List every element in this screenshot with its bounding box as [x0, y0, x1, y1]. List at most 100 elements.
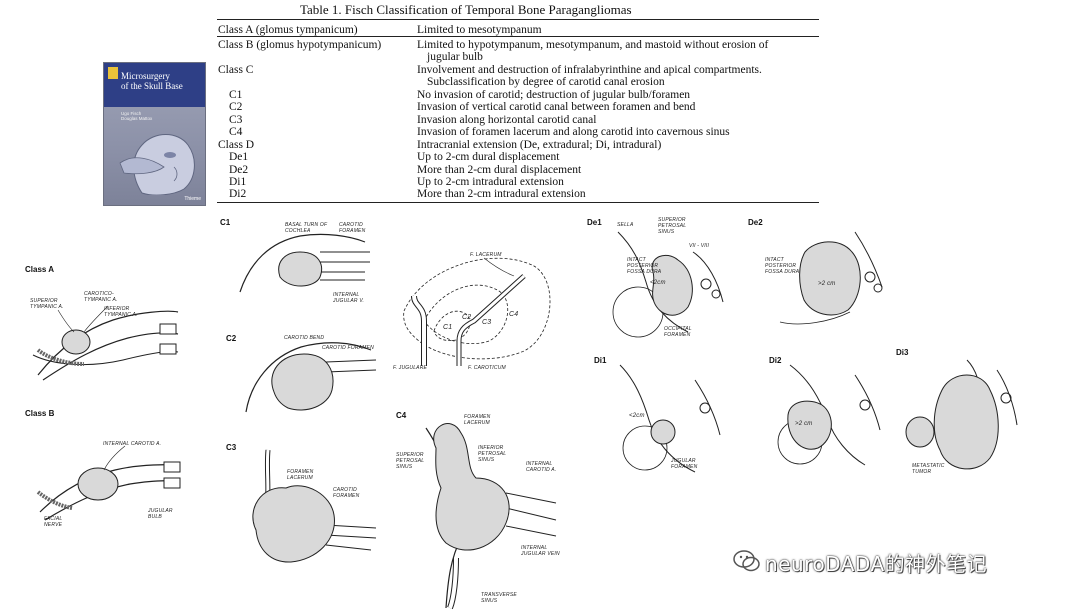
label-c2-carotid-foramen: CAROTID FORAMEN	[322, 345, 374, 351]
label-de2-intact-posterior-fossa-dura: INTACT POSTERIOR FOSSA DURA	[765, 257, 799, 275]
c1-illustration	[239, 233, 370, 293]
panel-label-di1: Di1	[594, 356, 607, 365]
book-author: Ugo Fisch	[121, 111, 142, 116]
table-row-desc: Invasion of foramen lacerum and along ca…	[417, 126, 730, 138]
annotation-line: FORAMEN	[287, 469, 314, 475]
label-jugular-bulb: JUGULAR BULB	[148, 508, 173, 520]
table-row-desc: More than 2-cm intradural extension	[417, 188, 586, 200]
annotation-line: FORAMEN	[664, 332, 691, 338]
panel-label-c1: C1	[220, 218, 231, 227]
label-transverse-sinus: TRANSVERSE SINUS	[481, 592, 517, 604]
annotation-line: FOSSA DURA	[627, 269, 662, 275]
label-schematic-c3: C3	[482, 319, 492, 326]
annotation-line: NERVE	[44, 522, 63, 528]
label-f-lacerum: F. LACERUM	[470, 252, 502, 258]
annotation-line: FORAMEN	[671, 464, 698, 470]
label-f-jugulare: F. JUGULARE	[393, 365, 428, 371]
label-di2-size: >2 cm	[795, 421, 813, 427]
table-row-desc: Invasion of vertical carotid canal betwe…	[417, 101, 696, 113]
c4-illustration	[425, 423, 557, 610]
annotation-line: TYMPANIC A.	[30, 304, 64, 310]
book-cover-band	[104, 63, 205, 107]
annotation-line: COCHLEA	[285, 228, 311, 234]
table-row-label: De2	[229, 164, 249, 176]
label-c3-carotid-foramen: CAROTID FORAMEN	[333, 487, 359, 499]
annotation-line: INFERIOR	[104, 306, 130, 312]
panel-label-c4: C4	[396, 411, 407, 420]
annotation-line: INTACT	[627, 257, 646, 263]
annotation-line: TYMPANIC A.	[104, 312, 138, 318]
label-schematic-c4: C4	[509, 311, 519, 318]
label-basal-turn-cochlea: BASAL TURN OF COCHLEA	[285, 222, 327, 234]
annotation-line: POSTERIOR	[627, 263, 659, 269]
annotation-line: SINUS	[396, 464, 413, 470]
label-internal-jugular-vein: INTERNAL JUGULAR V.	[333, 292, 364, 304]
annotation-line: CAROTICO-	[84, 291, 114, 297]
annotation-line: SINUS	[481, 598, 498, 604]
annotation-line: JUGULAR	[671, 458, 696, 464]
c3-illustration	[252, 449, 377, 563]
annotation-line: CAROTID	[333, 487, 357, 493]
annotation-line: INFERIOR	[478, 445, 504, 451]
table-row-label: C3	[229, 114, 243, 126]
table-row-label: Class D	[218, 139, 255, 151]
annotation-line: CAROTID	[339, 222, 363, 228]
label-c1-carotid-foramen: CAROTID FORAMEN	[339, 222, 365, 234]
annotation-line: BASAL TURN OF	[285, 222, 328, 228]
table-row-desc-cont: Subclassification by degree of carotid c…	[427, 76, 665, 88]
book-cover-tag	[108, 67, 118, 79]
panel-label-di2: Di2	[769, 356, 782, 365]
wechat-icon	[733, 550, 760, 572]
label-c4-foramen-lacerum: FORAMEN LACERUM	[464, 414, 490, 426]
annotation-line: TRANSVERSE	[481, 592, 517, 598]
c2-illustration	[245, 342, 377, 413]
annotation-line: CAROTID A.	[526, 467, 557, 473]
annotation-line: FORAMEN	[464, 414, 491, 420]
annotation-line: POSTERIOR	[765, 263, 797, 269]
label-internal-carotid-artery: INTERNAL CAROTID A.	[103, 441, 162, 447]
annotation-line: INTERNAL	[526, 461, 553, 467]
annotation-line: JUGULAR VEIN	[521, 551, 560, 557]
label-di1-jugular-foramen: JUGULAR FORAMEN	[671, 458, 697, 470]
carotid-schematic-diagram	[403, 257, 551, 366]
table-row-label: Class A (glomus tympanicum)	[218, 24, 358, 36]
label-de1-size: <2cm	[650, 280, 666, 286]
label-f-caroticum: F. CAROTICUM	[468, 365, 506, 371]
di1-illustration	[619, 364, 721, 473]
label-c4-internal-jugular-vein: INTERNAL JUGULAR VEIN	[521, 545, 560, 557]
label-sella: SELLA	[617, 222, 634, 228]
panel-label-class-a: Class A	[25, 265, 55, 274]
book-title-line: Microsurgery	[121, 71, 170, 81]
label-de1-intact-posterior-fossa-dura: INTACT POSTERIOR FOSSA DURA	[627, 257, 661, 275]
table-row-label: C2	[229, 101, 243, 113]
di3-illustration	[905, 359, 1018, 470]
panel-label-di3: Di3	[896, 348, 909, 357]
table-row-label: Class C	[218, 64, 254, 76]
annotation-line: JUGULAR	[148, 508, 173, 514]
label-inferior-petrosal-sinus: INFERIOR PETROSAL SINUS	[478, 445, 506, 463]
book-title-line: of the Skull Base	[121, 81, 183, 91]
table-row-desc: Limited to mesotympanum	[417, 24, 542, 36]
table-row-desc: Intracranial extension (De, extradural; …	[417, 139, 662, 151]
table-row-desc: More than 2-cm dural displacement	[417, 164, 582, 176]
label-caroticotympanic-artery: CAROTICO- TYMPANIC A.	[84, 291, 118, 303]
label-nerves-vii-viii: VII - VIII	[689, 243, 710, 249]
label-schematic-c1: C1	[443, 324, 453, 331]
table-bottom-rule	[217, 202, 819, 203]
annotation-line: TUMOR	[912, 469, 932, 475]
de2-illustration	[779, 231, 883, 325]
di2-illustration	[777, 364, 881, 466]
book-authors: Ugo Fisch Douglas Mattox	[121, 111, 152, 121]
table-row-label: Di1	[229, 176, 247, 188]
table-row-label: C4	[229, 126, 243, 138]
annotation-line: PETROSAL	[478, 451, 507, 457]
annotation-line: FORAMEN	[339, 228, 366, 234]
label-schematic-c2: C2	[462, 314, 472, 321]
table-row-desc: Invasion along horizontal carotid canal	[417, 114, 597, 126]
annotation-line: FORAMEN	[333, 493, 360, 499]
label-di1-size: <2cm	[629, 413, 645, 419]
annotation-line: PETROSAL	[396, 458, 425, 464]
table-row-label: C1	[229, 89, 243, 101]
label-superior-tympanic-artery: SUPERIOR TYMPANIC A.	[30, 298, 64, 310]
annotation-line: INTACT	[765, 257, 784, 263]
